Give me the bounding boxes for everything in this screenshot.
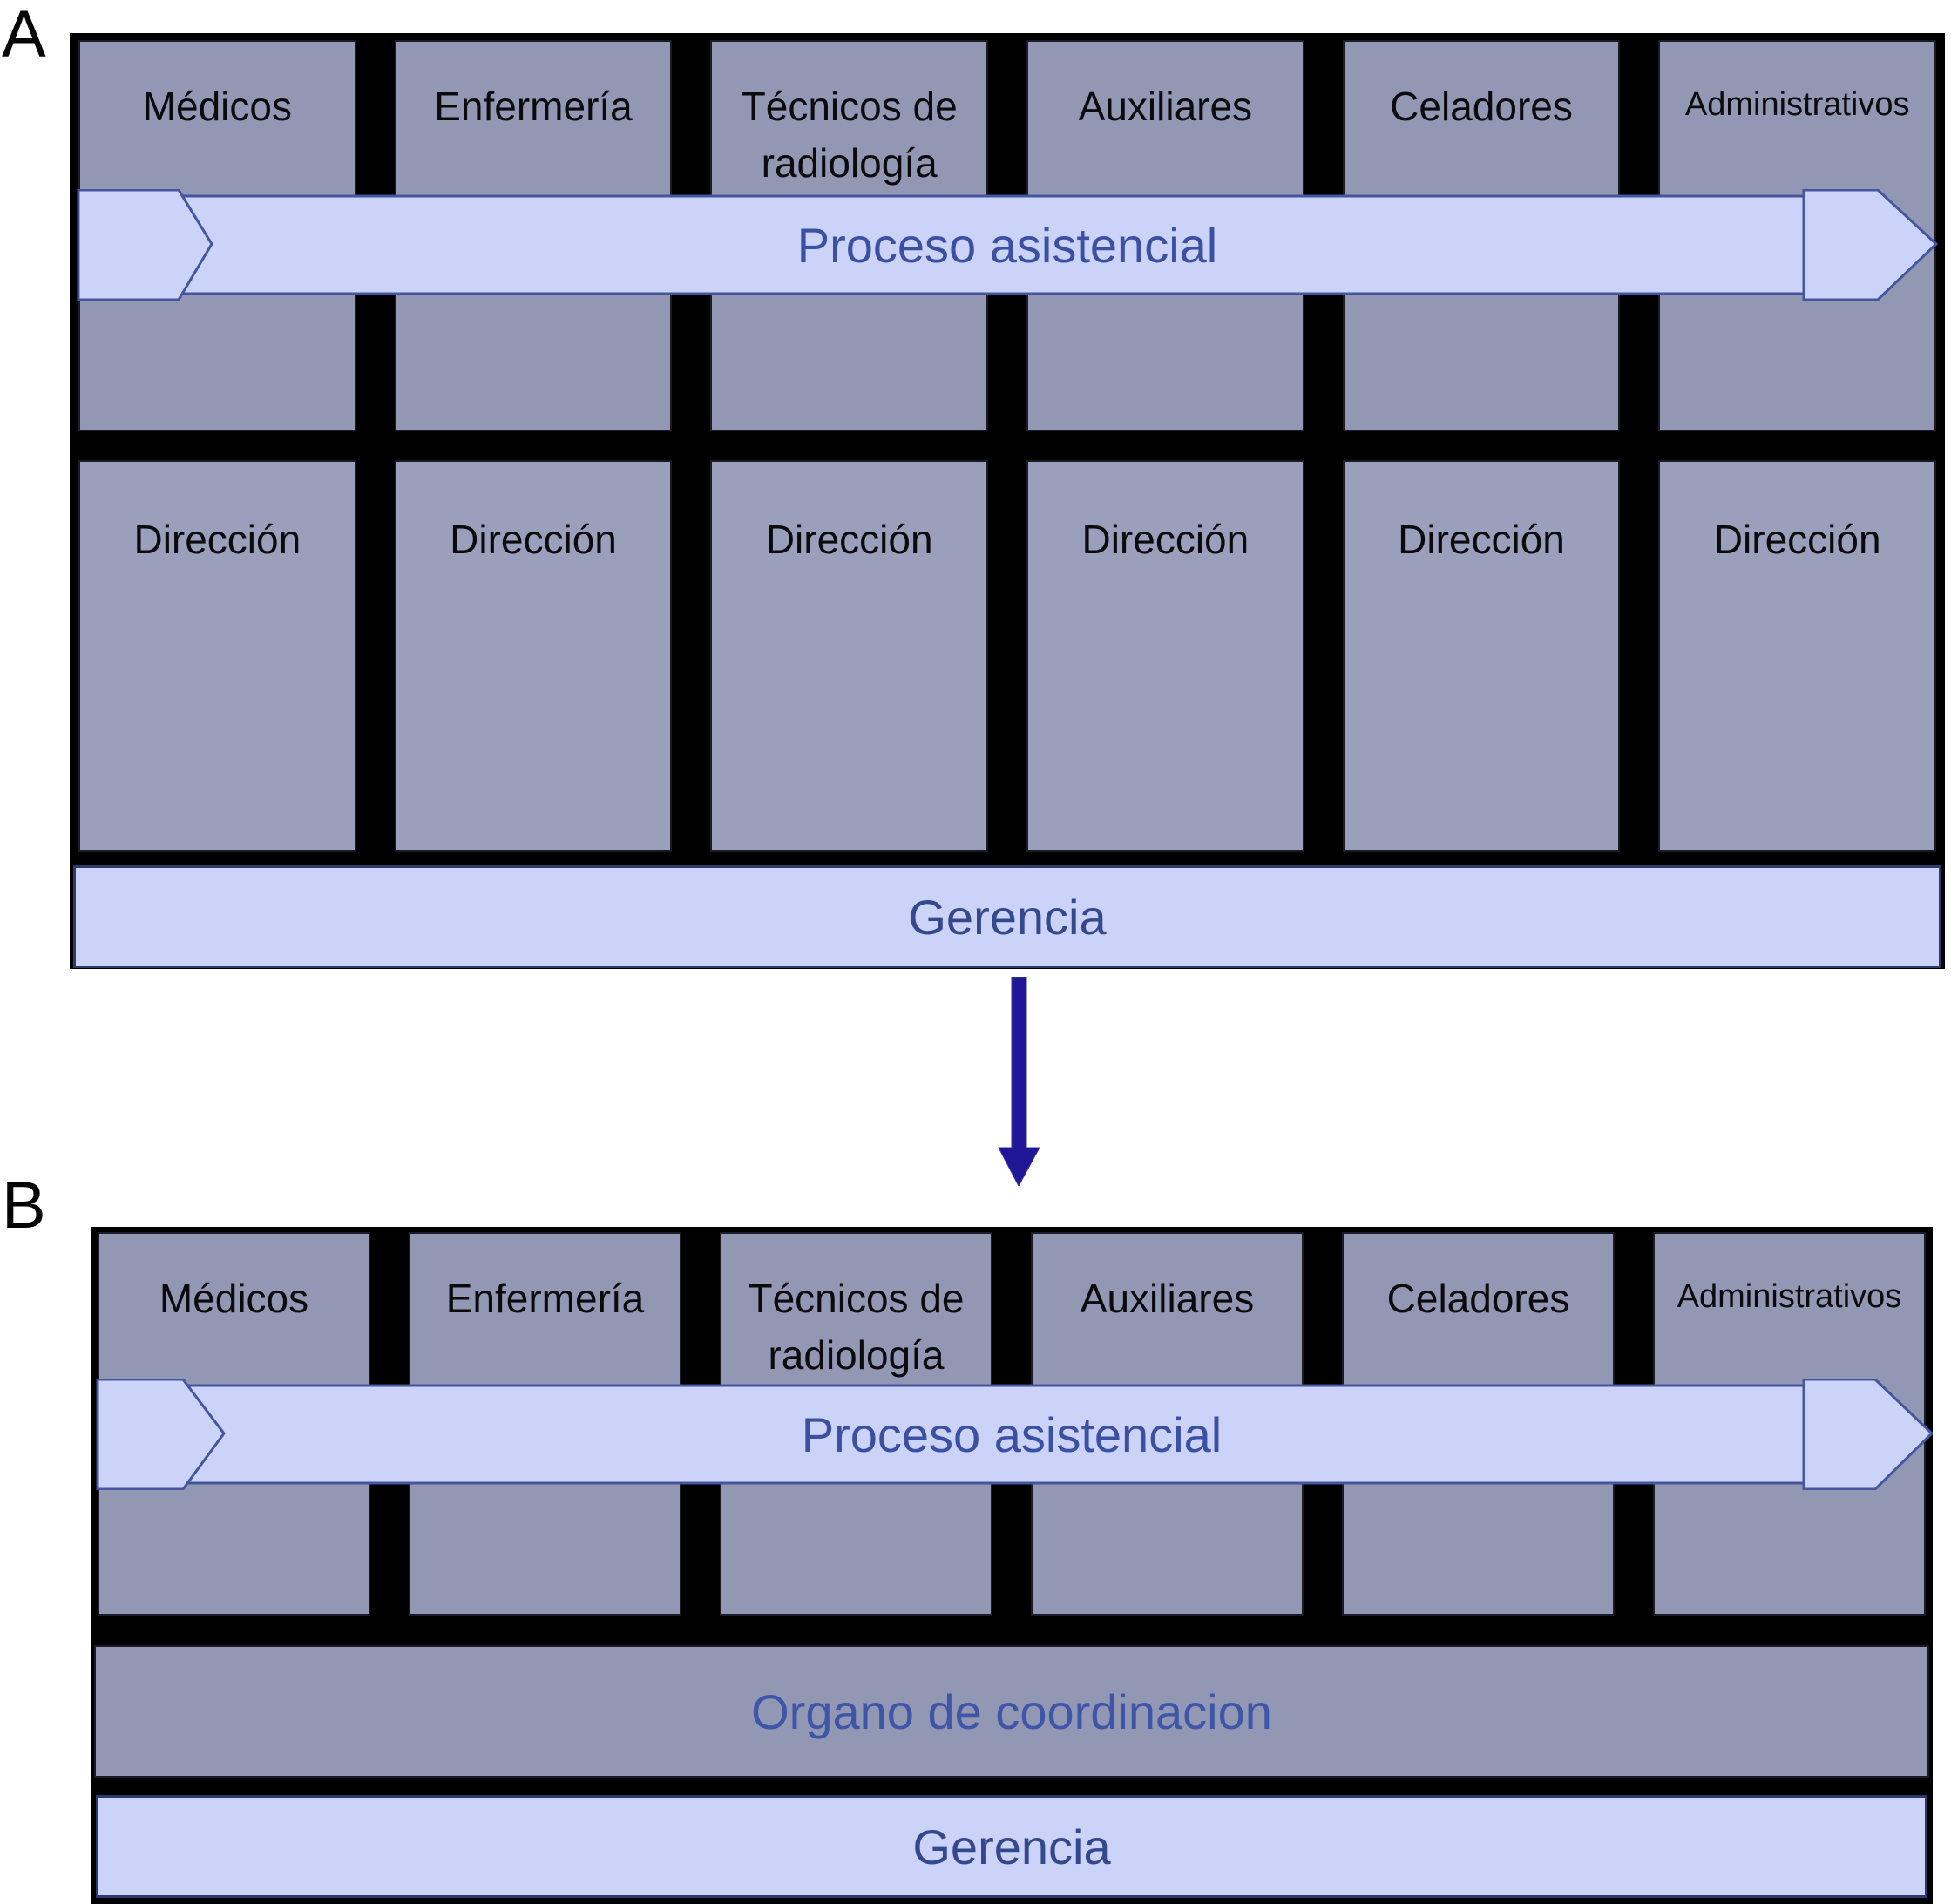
panel-a-staff-row: Médicos Enfermería Técnicos de radiologí… — [78, 40, 1937, 431]
right-process-arrow-icon — [96, 1379, 1933, 1490]
panel-a-letter: A — [2, 0, 46, 71]
direccion-box: Dirección — [1342, 460, 1621, 852]
panel-a: Médicos Enfermería Técnicos de radiologí… — [70, 33, 1945, 969]
coordination-bar: Organo de coordinacion — [94, 1645, 1929, 1778]
direccion-box: Dirección — [78, 460, 356, 852]
down-arrow-icon — [998, 977, 1040, 1186]
gerencia-bar: Gerencia — [96, 1795, 1927, 1898]
panel-a-direccion-row: Dirección Dirección Dirección Dirección … — [78, 460, 1937, 852]
gerencia-bar: Gerencia — [73, 865, 1941, 968]
process-arrow-label: Proceso asistencial — [801, 1406, 1223, 1462]
process-arrow-label: Proceso asistencial — [796, 217, 1218, 273]
direccion-box: Dirección — [1026, 460, 1304, 852]
direccion-box: Dirección — [394, 460, 673, 852]
direccion-box: Dirección — [1658, 460, 1937, 852]
panel-b-letter: B — [2, 1169, 46, 1243]
direccion-box: Dirección — [710, 460, 989, 852]
right-process-arrow-icon — [77, 189, 1939, 301]
panel-b: Médicos Enfermería Técnicos de radiologí… — [91, 1227, 1933, 1904]
